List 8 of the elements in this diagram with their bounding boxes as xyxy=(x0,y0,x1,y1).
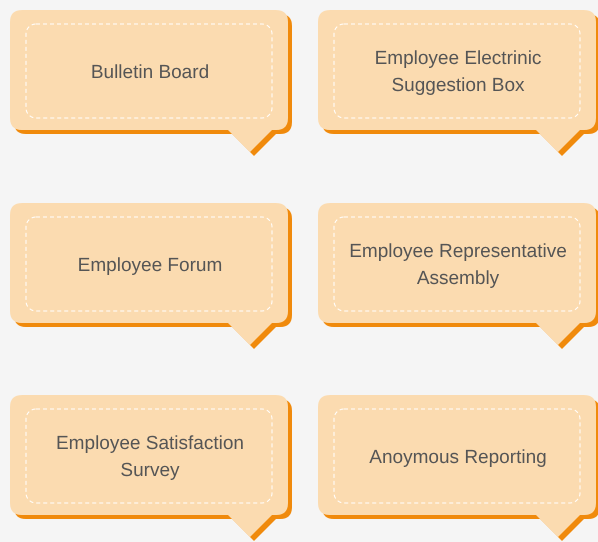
bubble-label: Anoymous Reporting xyxy=(369,446,547,470)
bubble-label: Employee Electrinic Suggestion Box xyxy=(374,47,542,98)
bubble-label: Employee Forum xyxy=(78,254,222,278)
bubble-label: Bulletin Board xyxy=(90,60,210,84)
bubble-label: Employee Representative Assembly xyxy=(348,240,568,291)
speech-bubble xyxy=(318,395,598,542)
bubble-label: Employee Satisfaction Survey xyxy=(55,432,245,483)
speech-bubble xyxy=(10,395,294,542)
